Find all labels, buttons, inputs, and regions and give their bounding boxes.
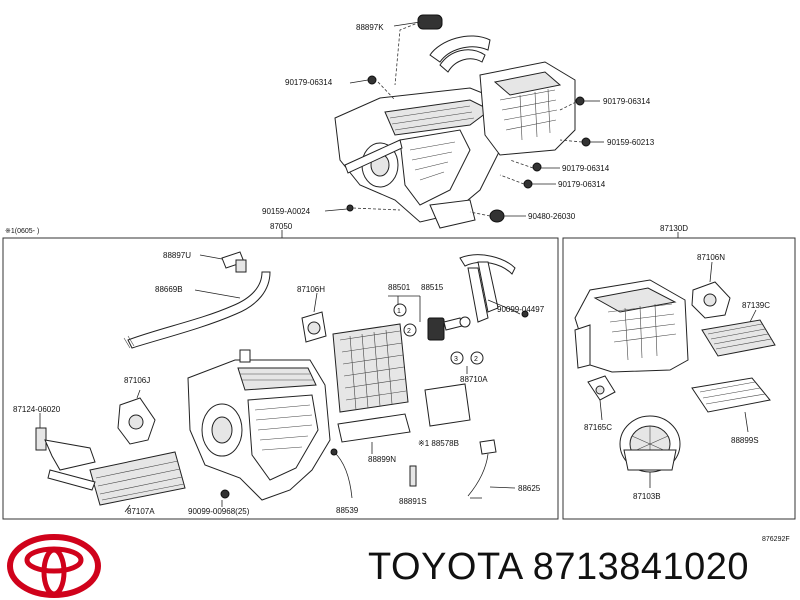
- label-88578B: ※1 88578B: [418, 439, 459, 448]
- label-87124-06020: 87124-06020: [13, 405, 61, 414]
- label-87050: 87050: [270, 222, 293, 231]
- label-90179-r2: 90179-06314: [562, 164, 610, 173]
- label-87106H: 87106H: [297, 285, 325, 294]
- callout-2-top: 2: [407, 328, 411, 335]
- label-87106J: 87106J: [124, 376, 150, 385]
- figure-code: 876292F: [762, 536, 790, 543]
- frame-87130D: [562, 237, 796, 520]
- label-87165C: 87165C: [584, 423, 612, 432]
- label-90159-60213: 90159-60213: [607, 138, 655, 147]
- label-88625: 88625: [518, 484, 541, 493]
- callout-1-top: 1: [397, 308, 401, 315]
- toyota-logo-icon: [7, 534, 101, 598]
- right-frame-parts: [574, 261, 776, 488]
- label-90179-top: 90179-06314: [285, 78, 333, 87]
- label-87106N: 87106N: [697, 253, 725, 262]
- label-88897U: 88897U: [163, 251, 191, 260]
- label-87139C: 87139C: [742, 301, 770, 310]
- note-0605: ※1(0605- ): [5, 228, 39, 235]
- label-87107A: 87107A: [127, 507, 155, 516]
- left-frame-parts: [35, 251, 529, 513]
- callout-3-right: 3: [454, 356, 458, 363]
- label-90179-r3: 90179-06314: [558, 180, 606, 189]
- label-90099-00968: 90099-00968(25): [188, 507, 250, 516]
- callout-2-right: 2: [474, 356, 478, 363]
- frame-87050: [2, 237, 559, 520]
- label-87130D: 87130D: [660, 224, 688, 233]
- part-number: 8713841020: [532, 546, 750, 588]
- label-88710A: 88710A: [460, 375, 488, 384]
- label-90159-A0024: 90159-A0024: [262, 207, 311, 216]
- top-hvac-assembly: [324, 14, 604, 229]
- label-88899N: 88899N: [368, 455, 396, 464]
- label-90179-r1: 90179-06314: [603, 97, 651, 106]
- label-90480-26030: 90480-26030: [528, 212, 576, 221]
- label-88501: 88501: [388, 283, 411, 292]
- brand-name: TOYOTA: [368, 546, 522, 588]
- label-88899S: 88899S: [731, 436, 759, 445]
- brand-footer: TOYOTA 8713841020: [368, 546, 749, 589]
- label-90099-04497: 90099-04497: [497, 305, 545, 314]
- label-88669B: 88669B: [155, 285, 183, 294]
- label-88897K: 88897K: [356, 23, 384, 32]
- label-87103B: 87103B: [633, 492, 661, 501]
- label-88539: 88539: [336, 506, 359, 515]
- label-88891S: 88891S: [399, 497, 427, 506]
- label-88515: 88515: [421, 283, 444, 292]
